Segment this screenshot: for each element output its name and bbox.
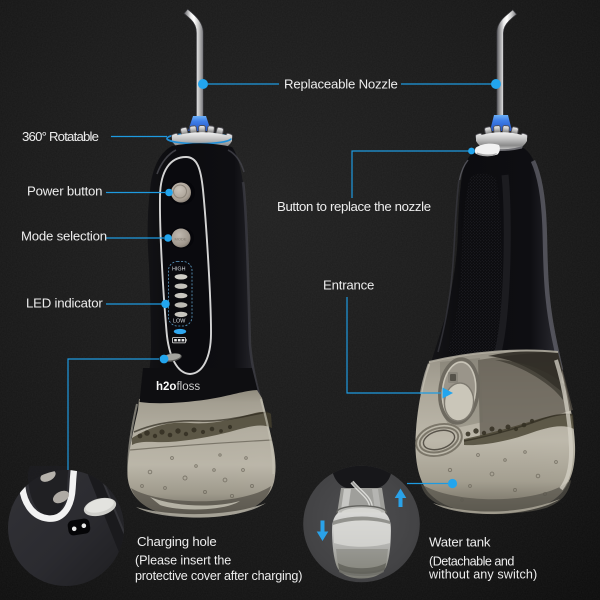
svg-text:LED indicator: LED indicator	[26, 296, 103, 311]
svg-text:h2ofloss: h2ofloss	[156, 381, 200, 393]
svg-text:360° Rotatable: 360° Rotatable	[22, 129, 99, 144]
svg-text:Water tank: Water tank	[429, 535, 491, 550]
svg-text:Button to replace the nozzle: Button to replace the nozzle	[277, 199, 431, 214]
svg-text:Mode selection: Mode selection	[21, 229, 107, 244]
svg-text:LOW: LOW	[173, 319, 186, 325]
svg-text:(Detachable and: (Detachable and	[429, 555, 514, 569]
svg-text:without any switch): without any switch)	[428, 568, 537, 582]
svg-text:MODE: MODE	[175, 237, 187, 242]
svg-text:Charging hole: Charging hole	[137, 534, 217, 549]
svg-text:Power button: Power button	[27, 184, 102, 199]
svg-text:Entrance: Entrance	[323, 278, 374, 293]
svg-text:(Please insert the: (Please insert the	[135, 554, 231, 568]
svg-text:Replaceable Nozzle: Replaceable Nozzle	[284, 77, 398, 92]
svg-text:protective cover after chargin: protective cover after charging)	[135, 569, 302, 583]
svg-text:HIGH: HIGH	[172, 267, 186, 273]
